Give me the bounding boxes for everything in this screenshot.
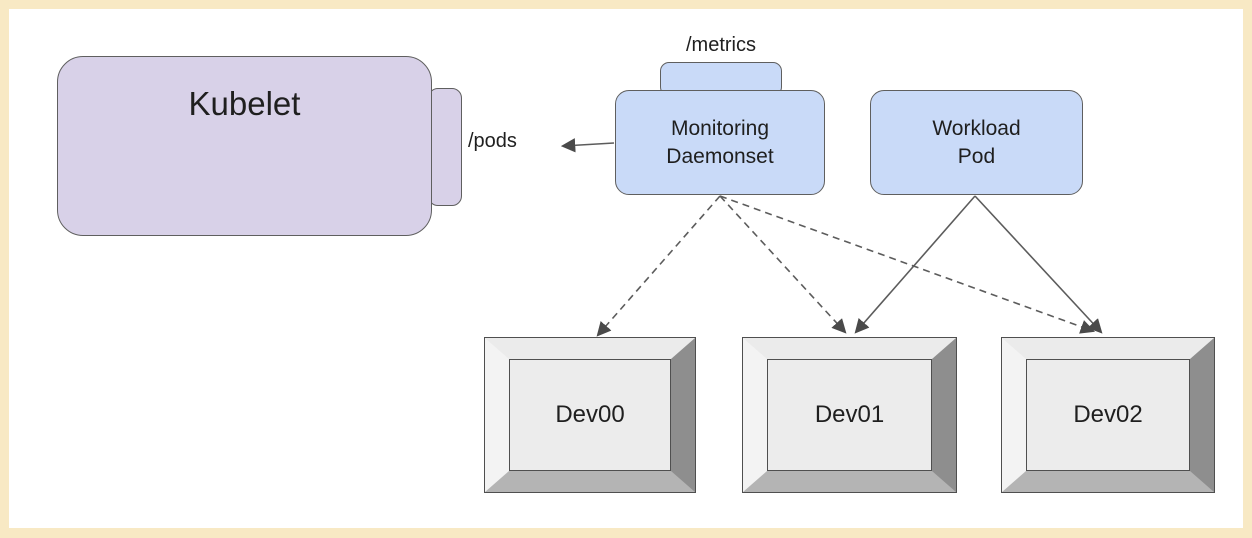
monitoring-daemonset-label: Monitoring Daemonset [666, 116, 774, 168]
metrics-endpoint-label: /metrics [686, 34, 756, 56]
kubelet-label: Kubelet [188, 85, 301, 122]
monitoring-daemonset-node: Monitoring Daemonset [615, 90, 825, 195]
kubelet-pods-port-shape [428, 88, 462, 206]
kubelet-node: Kubelet [57, 56, 432, 236]
device-node-dev00: Dev00 [484, 337, 696, 493]
dev02-label: Dev02 [1026, 359, 1190, 471]
workload-pod-label: Workload Pod [932, 116, 1021, 168]
pods-endpoint-label: /pods [468, 130, 517, 152]
dev00-label: Dev00 [509, 359, 671, 471]
device-node-dev02: Dev02 [1001, 337, 1215, 493]
device-node-dev01: Dev01 [742, 337, 957, 493]
dev01-label: Dev01 [767, 359, 932, 471]
workload-pod-node: Workload Pod [870, 90, 1083, 195]
